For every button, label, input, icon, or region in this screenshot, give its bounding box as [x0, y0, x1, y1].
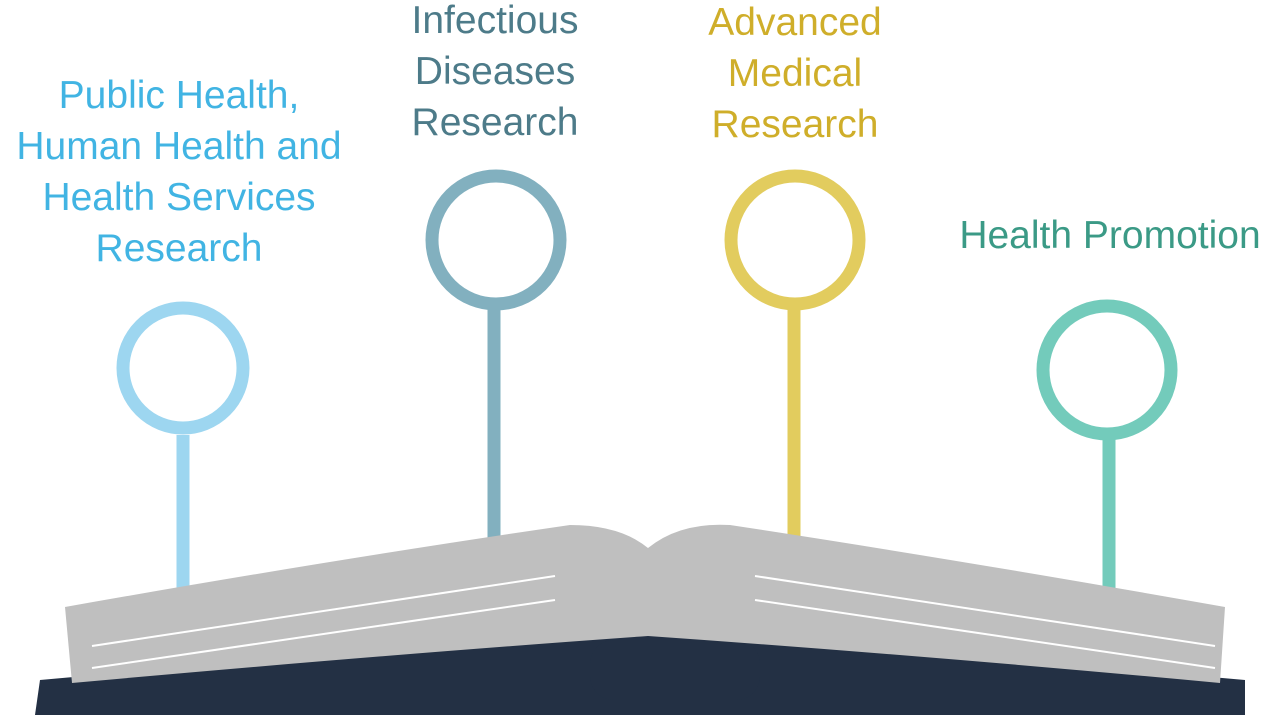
page-line — [91, 575, 556, 647]
label-line: Health Promotion — [959, 214, 1261, 257]
label-line: Diseases — [414, 50, 576, 93]
label-line: Research — [411, 101, 579, 144]
label-public-health: Public Health, Human Health and Health S… — [0, 70, 358, 274]
book-spine — [590, 640, 760, 700]
label-line: Research — [95, 227, 263, 270]
label-advanced-medical: Advanced Medical Research — [690, 0, 900, 150]
label-line: Human Health and — [16, 125, 342, 168]
pin-public-health — [116, 301, 250, 600]
label-line: Infectious — [411, 0, 579, 42]
pin-ring-promotion — [1036, 299, 1178, 441]
pin-ring-advanced — [724, 169, 866, 311]
label-line: Advanced — [708, 1, 882, 44]
page-line — [754, 599, 1216, 669]
page-line — [754, 575, 1216, 647]
pin-ring-public-health — [116, 301, 250, 435]
label-health-promotion: Health Promotion — [945, 210, 1275, 261]
book-page-left — [65, 525, 648, 683]
label-line: Public Health, — [58, 74, 300, 117]
page-line — [91, 599, 556, 669]
pin-ring-infectious — [425, 169, 567, 311]
label-infectious-diseases: Infectious Diseases Research — [390, 0, 600, 148]
pin-infectious — [425, 169, 567, 545]
label-line: Health Services — [42, 176, 316, 219]
pin-promotion — [1036, 299, 1178, 600]
pin-advanced — [724, 169, 866, 545]
label-line: Research — [711, 103, 879, 146]
label-line: Medical — [727, 52, 863, 95]
